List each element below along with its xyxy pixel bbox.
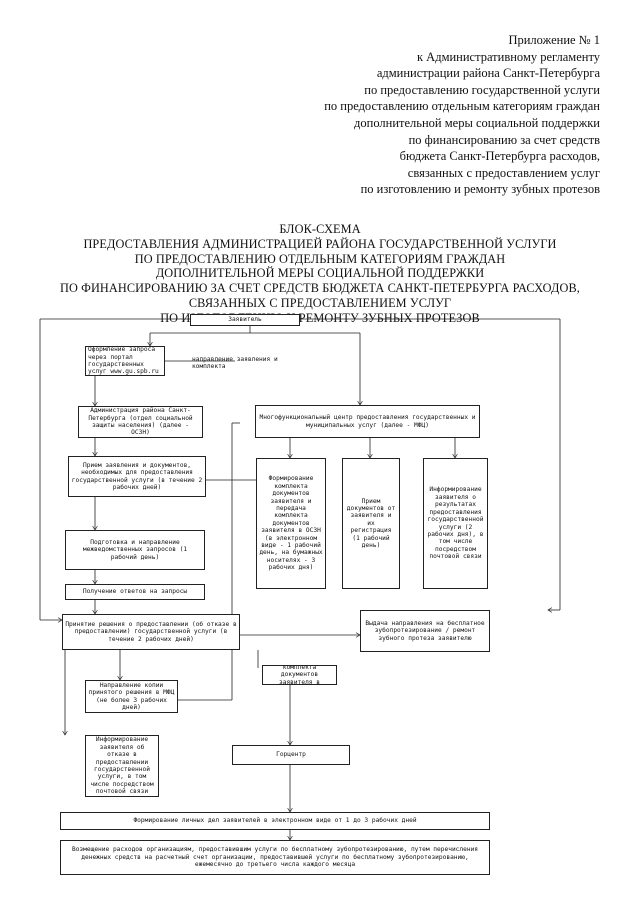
- mfc-inform-label: Информирование заявителя о результатах п…: [427, 486, 484, 561]
- personal-files-box: Формирование личных дел заявителей в эле…: [60, 812, 490, 830]
- district-label: Администрация района Санкт-Петербурга (о…: [88, 407, 193, 437]
- referral-box: Выдача направления на бесплатное зубопро…: [360, 610, 490, 652]
- responses-label: Получение ответов на запросы: [82, 588, 188, 596]
- inform-refusal-box: Информирование заявителя об отказе в пре…: [85, 735, 159, 797]
- header-line: дополнительной меры социальной поддержки: [354, 115, 600, 130]
- gorcenter-box: Горцентр: [232, 745, 350, 765]
- title-line: ПО ПРЕДОСТАВЛЕНИЮ ОТДЕЛЬНЫМ КАТЕГОРИЯМ Г…: [134, 251, 506, 266]
- mfc-box: Многофункциональный центр предоставления…: [255, 405, 480, 438]
- send-note-label: направление заявления и комплекта: [192, 356, 278, 371]
- portal-box: Оформление запроса через портал государс…: [85, 346, 165, 376]
- referral-label: Выдача направления на бесплатное зубопро…: [365, 619, 485, 642]
- title-line: СВЯЗАННЫХ С ПРЕДОСТАВЛЕНИЕМ УСЛУГ: [188, 295, 452, 310]
- header-line: бюджета Санкт-Петербурга расходов,: [399, 149, 600, 164]
- receive-docs-label: Прием заявления и документов, необходимы…: [71, 461, 203, 491]
- send-note: направление заявления и комплекта: [192, 356, 312, 371]
- applicant-label: Заявитель: [228, 316, 262, 324]
- receive-docs-box: Прием заявления и документов, необходимы…: [68, 456, 206, 497]
- interagency-box: Подготовка и направление межведомственны…: [65, 530, 205, 570]
- gorcenter-label: Горцентр: [276, 751, 306, 759]
- title-line: ДОПОЛНИТЕЛЬНОЙ МЕРЫ СОЦИАЛЬНОЙ ПОДДЕРЖКИ: [155, 266, 485, 281]
- personal-files-label: Формирование личных дел заявителей в эле…: [133, 817, 417, 825]
- header-line: по предоставлению отдельным категориям г…: [324, 99, 600, 114]
- header-line: связанных с предоставлением услуг: [407, 165, 600, 180]
- send-decision-label: Направление копии принятого решения в МФ…: [88, 681, 175, 711]
- decision-label: Принятие решения о предоставлении (об от…: [65, 620, 237, 643]
- applicant-box: Заявитель: [190, 314, 300, 326]
- title-line: ПО ФИНАНСИРОВАНИЮ ЗА СЧЕТ СРЕДСТВ БЮДЖЕТ…: [60, 281, 580, 296]
- mfc-inform-box: Информирование заявителя о результатах п…: [423, 458, 488, 589]
- appendix-header: Приложение № 1 к Административному регла…: [270, 32, 600, 198]
- header-line: Приложение № 1: [508, 33, 600, 47]
- mfc-label: Многофункциональный центр предоставления…: [259, 414, 476, 429]
- send-package-box: Направление комплекта документов заявите…: [262, 665, 337, 685]
- mfc-reception-box: Прием документов от заявителя и их регис…: [342, 458, 400, 589]
- decision-box: Принятие решения о предоставлении (об от…: [62, 614, 240, 650]
- mfc-form-label: Формирование комплекта документов заявит…: [259, 475, 323, 572]
- mfc-form-box: Формирование комплекта документов заявит…: [256, 458, 326, 589]
- header-line: по финансированию за счет средств: [408, 132, 600, 147]
- send-package-label: Направление комплекта документов заявите…: [279, 665, 320, 685]
- header-line: к Административному регламенту: [416, 49, 600, 64]
- interagency-label: Подготовка и направление межведомственны…: [82, 538, 188, 561]
- district-box: Администрация района Санкт-Петербурга (о…: [78, 406, 203, 438]
- header-line: по изготовлению и ремонту зубных протезо…: [360, 182, 600, 197]
- document-title: БЛОК-СХЕМА ПРЕДОСТАВЛЕНИЯ АДМИНИСТРАЦИЕЙ…: [40, 222, 600, 326]
- reimbursement-box: Возмещение расходов организациям, предос…: [60, 840, 490, 875]
- mfc-reception-label: Прием документов от заявителя и их регис…: [346, 497, 396, 550]
- header-line: администрации района Санкт-Петербурга: [376, 66, 600, 81]
- send-decision-box: Направление копии принятого решения в МФ…: [85, 680, 178, 713]
- inform-refusal-label: Информирование заявителя об отказе в пре…: [90, 736, 154, 796]
- responses-box: Получение ответов на запросы: [65, 584, 205, 600]
- title-line: ПРЕДОСТАВЛЕНИЯ АДМИНИСТРАЦИЕЙ РАЙОНА ГОС…: [83, 236, 557, 251]
- title-line: БЛОК-СХЕМА: [279, 222, 361, 236]
- reimbursement-label: Возмещение расходов организациям, предос…: [71, 846, 479, 869]
- header-line: по предоставлению государственной услуги: [364, 82, 600, 97]
- portal-label: Оформление запроса через портал государс…: [88, 346, 159, 376]
